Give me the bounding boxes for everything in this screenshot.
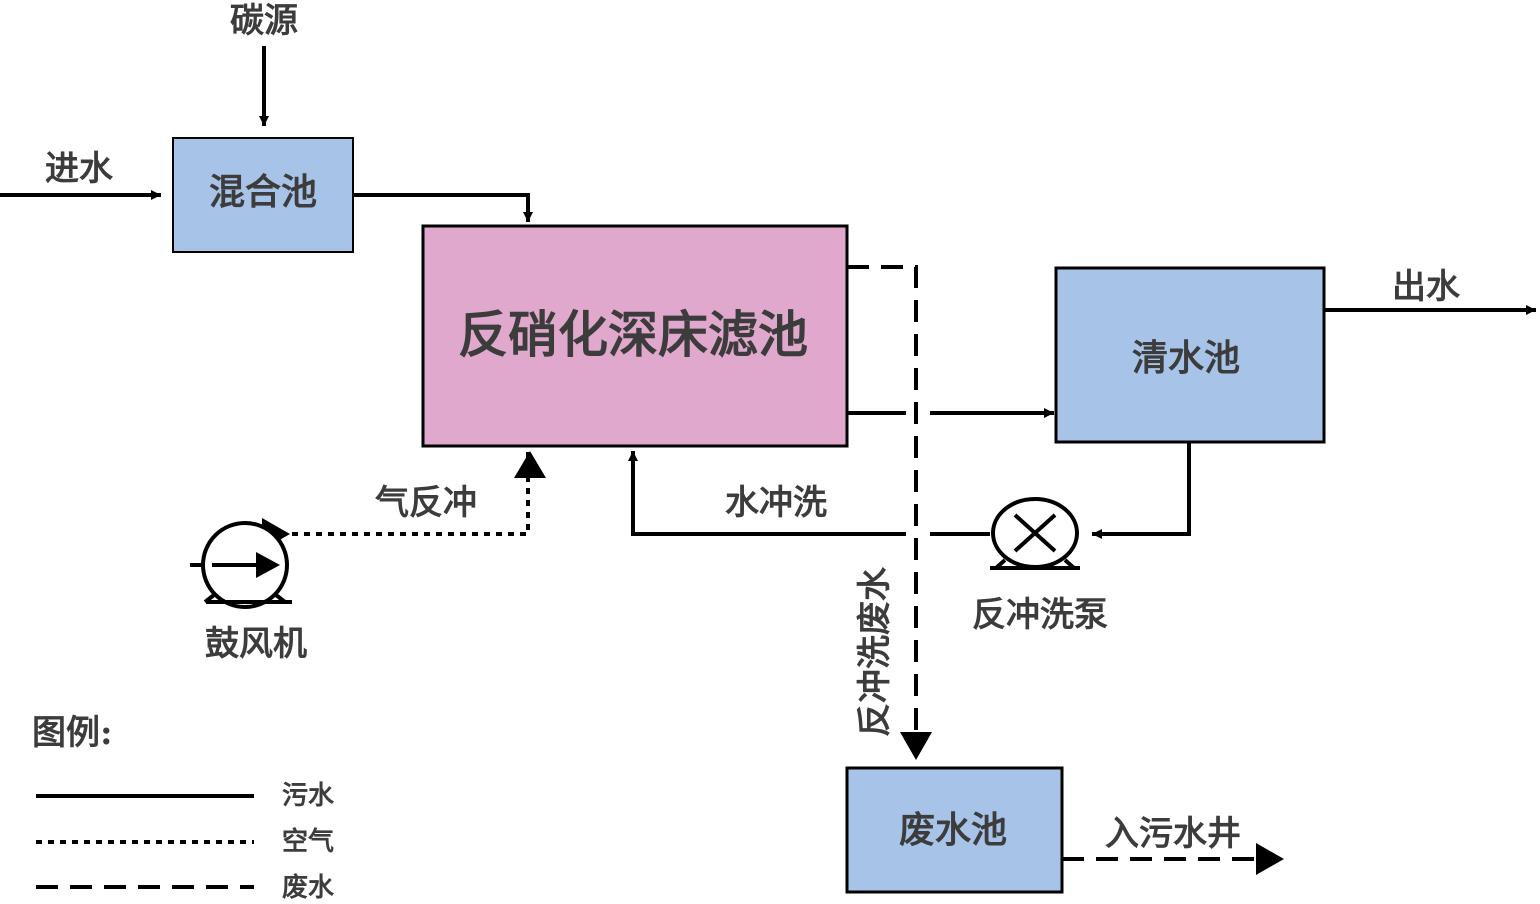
- legend-item-label: 污水: [282, 781, 335, 811]
- mixing-tank-label: 混合池: [209, 171, 317, 213]
- mixing-tank: 混合池: [172, 137, 354, 253]
- legend-title: 图例:: [32, 713, 113, 753]
- sewage-lines: [0, 46, 1536, 539]
- waste-water-lines: [847, 265, 1260, 861]
- air-backwash-label: 气反冲: [374, 483, 477, 523]
- blower-icon: [190, 521, 292, 609]
- water-backwash-arrow: [628, 451, 906, 536]
- blower-label: 鼓风机: [205, 624, 307, 664]
- waste-to-tank-arrowhead: [900, 732, 932, 760]
- clear-water-to-pump-arrow: [1092, 442, 1191, 539]
- waste-water-tank-box: [845, 766, 1064, 894]
- mixing-tank-box: [172, 137, 354, 253]
- denitrification-filter-box: [421, 224, 849, 448]
- effluent-label: 出水: [1392, 267, 1461, 307]
- water-backwash-label: 水冲洗: [725, 483, 827, 523]
- clear-water-tank-box: [1054, 266, 1326, 444]
- air-backwash-arrowhead: [514, 451, 546, 478]
- influent-label: 进水: [45, 149, 114, 189]
- backwash-waste-water-label: 反冲洗废水: [855, 566, 895, 737]
- clear-water-tank: 清水池: [1054, 266, 1326, 444]
- carbon-source-label: 碳源: [230, 1, 298, 41]
- mixing-to-filter-arrow: [353, 193, 533, 222]
- air-lines: [288, 452, 530, 536]
- legend-item-label: 废水: [282, 872, 335, 903]
- legend-item-label: 空气: [282, 826, 334, 857]
- denitrification-filter: 反硝化深床滤池: [421, 224, 849, 448]
- air-backwash-line: [288, 452, 530, 536]
- waste-water-tank: 废水池: [845, 766, 1064, 894]
- legend: 图例: 污水 空气 废水: [32, 713, 335, 903]
- to-sewer-well-label: 入污水井: [1105, 814, 1241, 854]
- to-sewer-well-arrowhead: [1256, 843, 1284, 875]
- waste-water-tank-label: 废水池: [899, 809, 1007, 851]
- backwash-waste-water-line: [847, 265, 918, 735]
- backwash-pump-icon: [990, 497, 1080, 570]
- clear-water-tank-label: 清水池: [1132, 337, 1240, 379]
- backwash-pump-label: 反冲洗泵: [972, 595, 1108, 635]
- denitrification-filter-label: 反硝化深床滤池: [458, 305, 808, 364]
